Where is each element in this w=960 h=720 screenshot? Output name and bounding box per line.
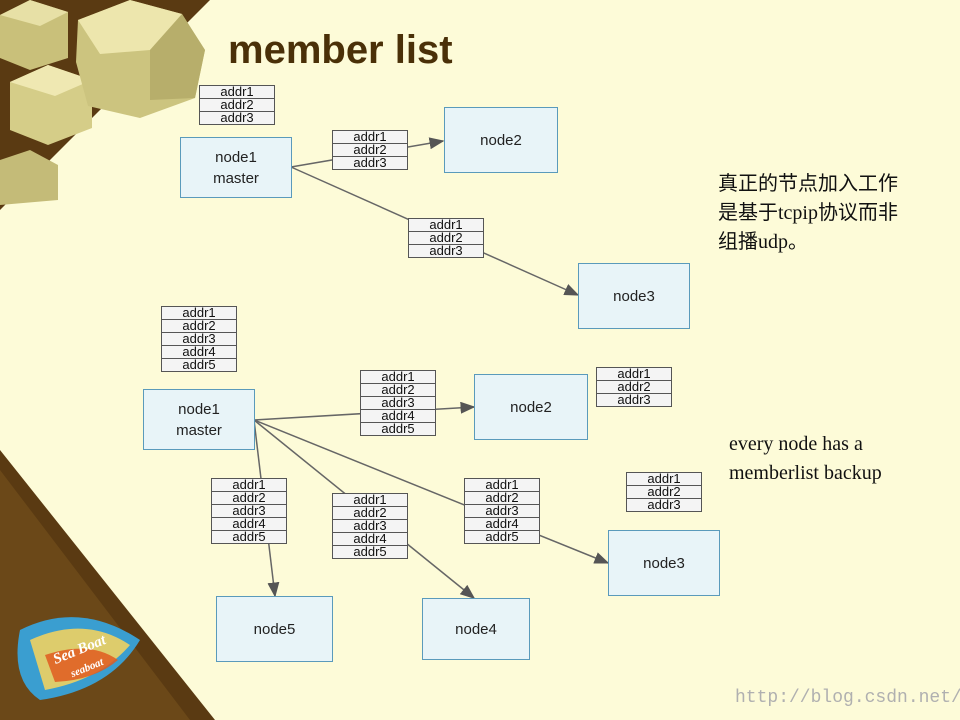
address-entry: addr3 bbox=[332, 156, 408, 170]
bottom-node4: node4 bbox=[422, 598, 530, 660]
address-entry: addr4 bbox=[464, 517, 540, 531]
address-entry: addr1 bbox=[199, 85, 275, 99]
top-node2: node2 bbox=[444, 107, 558, 173]
address-entry: addr5 bbox=[332, 545, 408, 559]
address-entry: addr2 bbox=[596, 380, 672, 394]
seaboat-logo-icon bbox=[17, 617, 140, 700]
address-entry: addr3 bbox=[626, 498, 702, 512]
address-entry: addr5 bbox=[464, 530, 540, 544]
address-entry: addr4 bbox=[360, 409, 436, 423]
address-entry: addr4 bbox=[211, 517, 287, 531]
address-entry: addr4 bbox=[332, 532, 408, 546]
bottom-node2: node2 bbox=[474, 374, 588, 440]
bottom-node3: node3 bbox=[608, 530, 720, 596]
address-entry: addr5 bbox=[211, 530, 287, 544]
note-tcp-join: 真正的节点加入工作 是基于tcpip协议而非 组播udp。 bbox=[718, 173, 898, 253]
address-entry: addr3 bbox=[199, 111, 275, 125]
hexagon-blocks-icon bbox=[0, 0, 205, 205]
slide-title: member list bbox=[228, 28, 453, 72]
top-node1-master: node1 master bbox=[180, 137, 292, 198]
address-entry: addr1 bbox=[332, 493, 408, 507]
watermark: http://blog.csdn.net/ bbox=[735, 688, 960, 708]
address-entry: addr5 bbox=[360, 422, 436, 436]
bottom-node1-master: node1 master bbox=[143, 389, 255, 450]
bottom-node5: node5 bbox=[216, 596, 333, 662]
address-entry: addr5 bbox=[161, 358, 237, 372]
address-entry: addr3 bbox=[596, 393, 672, 407]
address-entry: addr2 bbox=[408, 231, 484, 245]
arrow-bottom-node1-node3 bbox=[253, 419, 610, 564]
note-memberlist-backup: every node has a memberlist backup bbox=[729, 433, 882, 484]
address-entry: addr1 bbox=[596, 367, 672, 381]
address-entry: addr3 bbox=[360, 396, 436, 410]
address-entry: addr2 bbox=[211, 491, 287, 505]
address-entry: addr2 bbox=[626, 485, 702, 499]
top-node3: node3 bbox=[578, 263, 690, 329]
address-entry: addr3 bbox=[408, 244, 484, 258]
